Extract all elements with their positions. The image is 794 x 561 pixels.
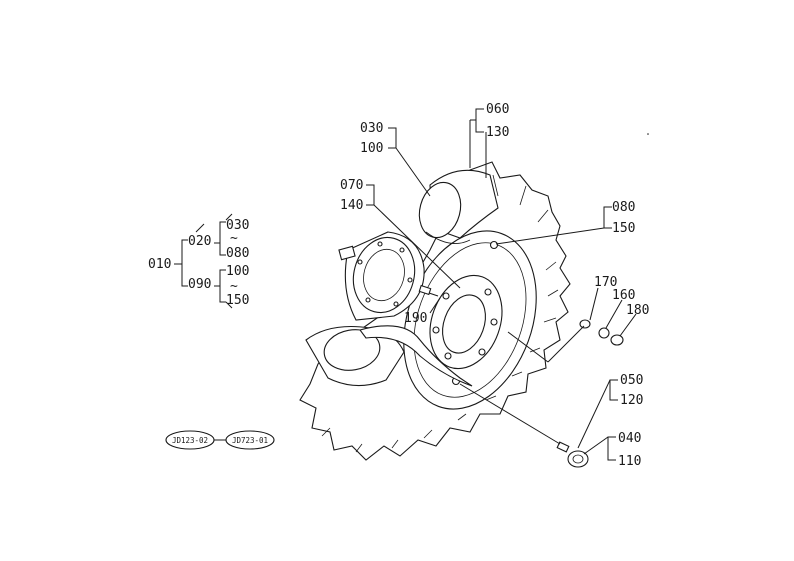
stray-mark [647, 133, 649, 135]
hub-bolt-holes [432, 288, 498, 360]
tree-lines [174, 213, 233, 309]
stud-190 [418, 284, 439, 297]
callout-120: 120 [620, 393, 643, 408]
nut-040 [567, 450, 589, 468]
callout-130: 130 [486, 125, 509, 140]
reference-ovals: JD123-02 JD723-01 [165, 430, 275, 450]
callout-100: 100 [360, 141, 383, 156]
callout-180: 180 [626, 303, 649, 318]
tree-node-090: 090 [188, 277, 211, 292]
callout-070: 070 [340, 178, 363, 193]
callout-030: 030 [360, 121, 383, 136]
tree-node-100: 100 [226, 264, 249, 279]
assembly-tree: 010 020 030 ~ 080 090 100 ~ 150 [148, 213, 249, 309]
callout-060: 060 [486, 102, 509, 117]
flange-plate [338, 231, 425, 321]
ref-label-left: JD123-02 [172, 436, 208, 445]
ref-label-right: JD723-01 [232, 436, 268, 445]
callout-080: 080 [612, 200, 635, 215]
lower-tire-section [305, 325, 405, 387]
tree-node-030: 030 [226, 218, 249, 233]
lug-slots [321, 174, 559, 453]
tree-node-020: 020 [188, 234, 211, 249]
callout-labels: 060 130 030 100 070 140 080 150 170 160 … [340, 102, 649, 469]
callout-160: 160 [612, 288, 635, 303]
callout-050: 050 [620, 373, 643, 388]
callout-040: 040 [618, 431, 641, 446]
upper-tire-section [418, 169, 499, 244]
rim-hole-upper [489, 240, 499, 250]
callout-150: 150 [612, 221, 635, 236]
wheel-hub-bore [442, 294, 486, 354]
hardware-170-160-180 [579, 319, 624, 346]
callout-110: 110 [618, 454, 641, 469]
tree-node-150: 150 [226, 293, 249, 308]
tree-node-080: 080 [226, 246, 249, 261]
tree-tilde-1: ~ [230, 231, 238, 246]
leader-lines [366, 108, 637, 461]
retainer-strap [359, 325, 473, 387]
bolt-050 [556, 441, 570, 453]
callout-190: 190 [404, 311, 427, 326]
tree-tilde-2: ~ [230, 279, 238, 294]
tree-node-010: 010 [148, 257, 171, 272]
callout-170: 170 [594, 275, 617, 290]
ref-oval-right [225, 430, 275, 450]
callout-140: 140 [340, 198, 363, 213]
